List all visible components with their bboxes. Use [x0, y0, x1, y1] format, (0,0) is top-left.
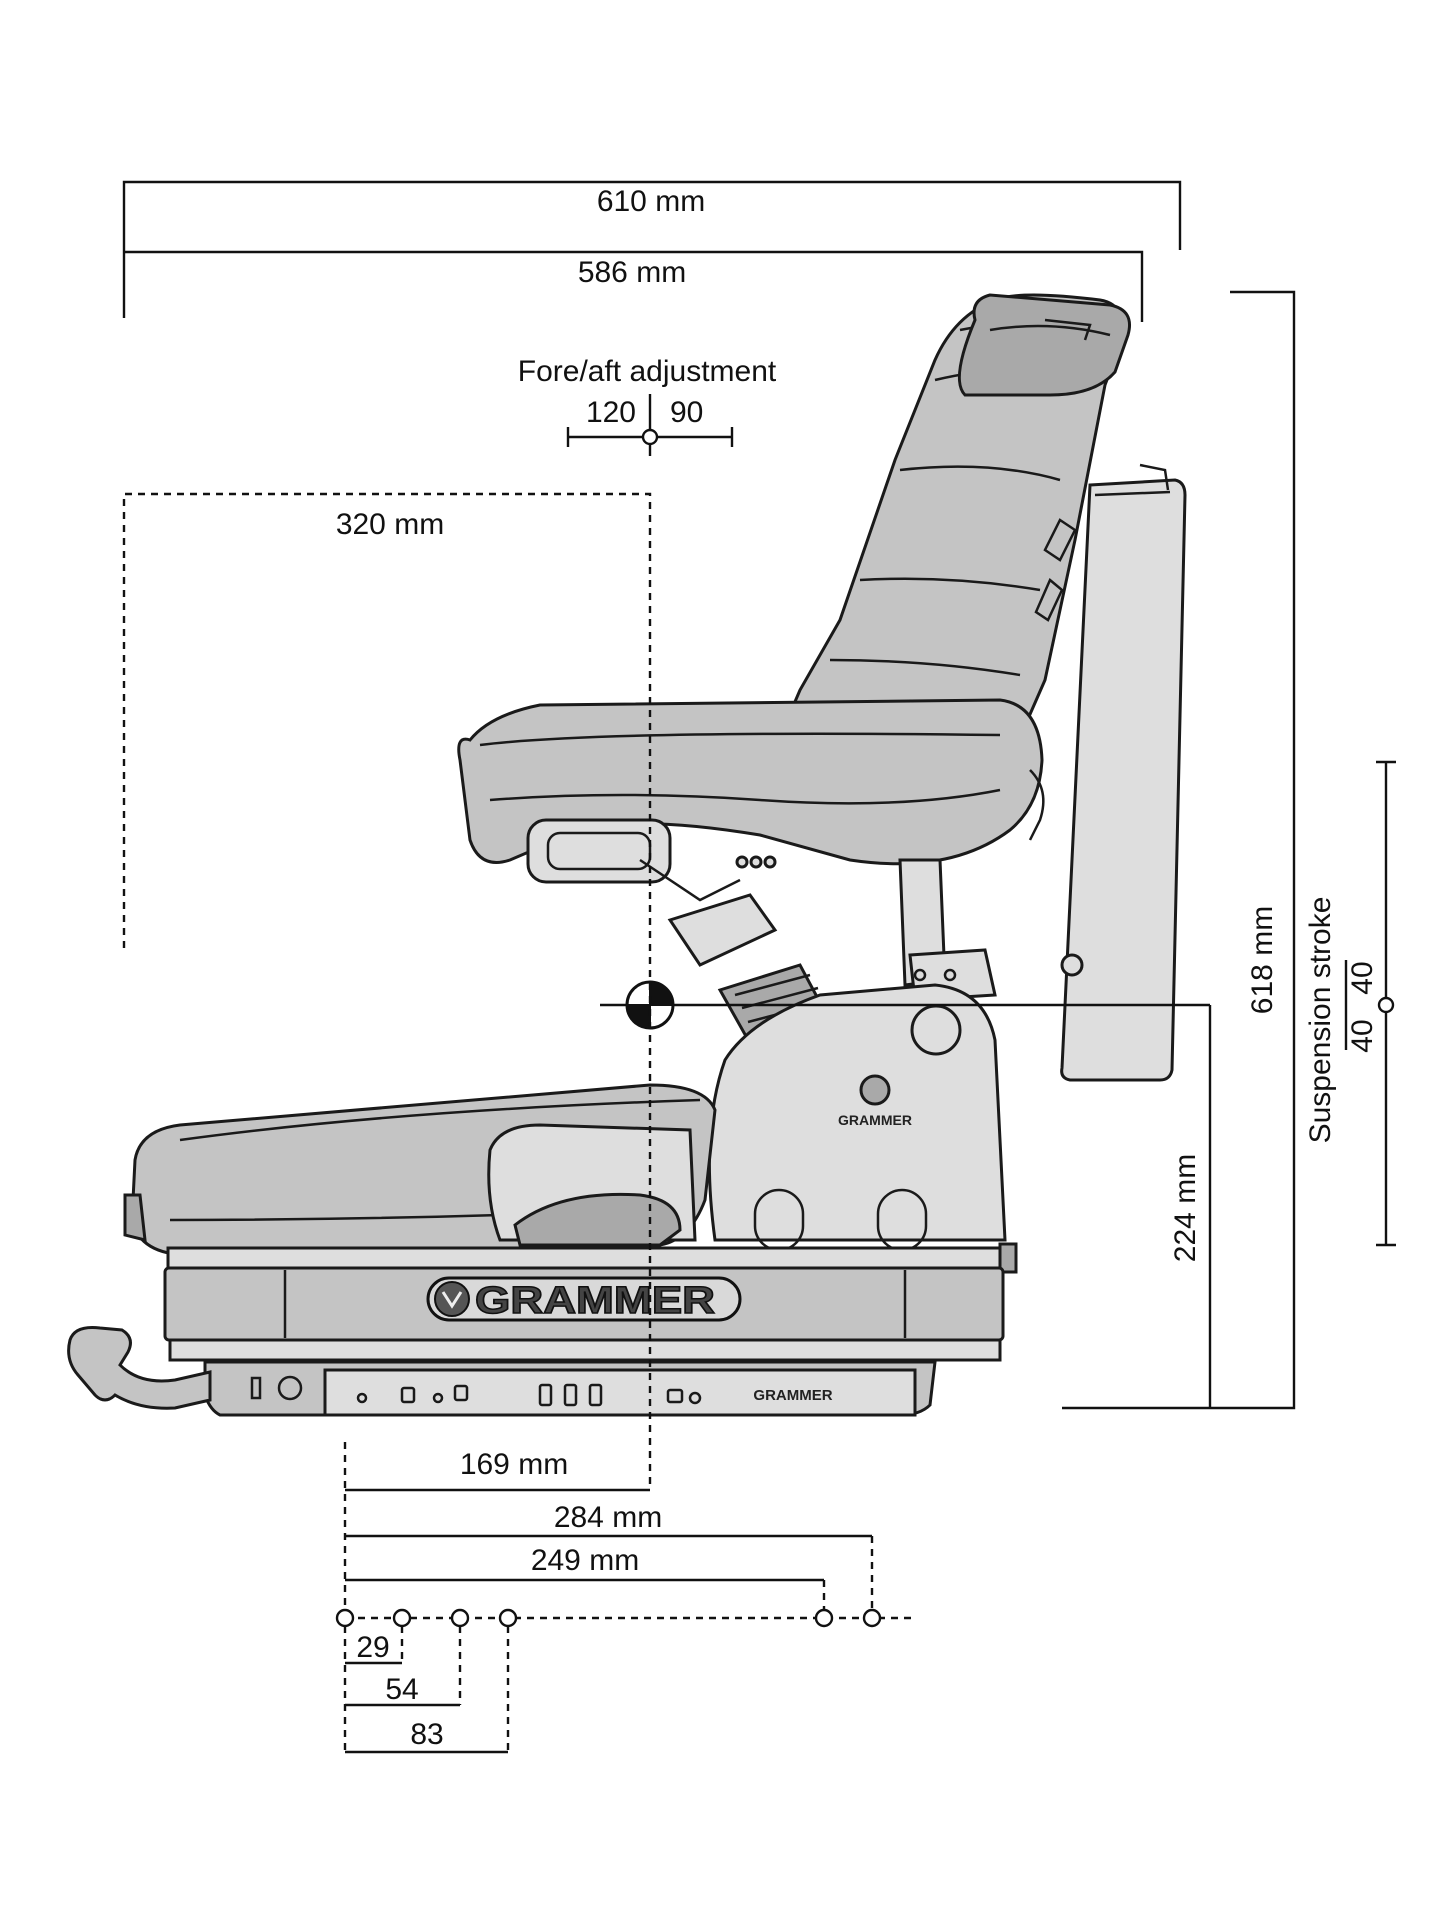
base-lower-plate	[168, 1338, 1002, 1362]
headrest	[957, 293, 1131, 397]
side-brand-logo: GRAMMER	[838, 1112, 912, 1128]
fore-aft-title: Fore/aft adjustment	[518, 355, 777, 388]
base-top-plate	[166, 1246, 1004, 1270]
suspension-up-value: 40	[1346, 961, 1379, 994]
mount-hole	[450, 1608, 470, 1628]
dim-overall-height: 618 mm	[1062, 290, 1296, 1410]
dim-54-label: 54	[385, 1673, 418, 1706]
mount-hole	[498, 1608, 518, 1628]
suspension-stroke-title: Suspension stroke	[1304, 897, 1337, 1144]
seat-index-point	[600, 980, 1210, 1030]
mount-hole	[862, 1608, 882, 1628]
dim-seat-width-label: 586 mm	[578, 256, 686, 289]
mount-hole	[814, 1608, 834, 1628]
seat-belt-buckle	[667, 893, 778, 967]
dim-seat-reference: 320 mm	[122, 492, 652, 1490]
dim-seat-width: 586 mm	[124, 250, 1144, 322]
dim-mounting: 169 mm 284 mm 249 mm 29 54 83	[335, 1442, 912, 1754]
dim-overall-height-label: 618 mm	[1246, 906, 1279, 1014]
dim-284-label: 284 mm	[554, 1501, 662, 1534]
dim-249-label: 249 mm	[531, 1544, 639, 1577]
bottom-brand-logo: GRAMMER	[753, 1387, 832, 1404]
dim-fore-aft: Fore/aft adjustment 120 90	[518, 355, 777, 456]
dim-overall-width-label: 610 mm	[597, 185, 705, 218]
dim-overall-width: 610 mm	[122, 180, 1182, 318]
dim-169-label: 169 mm	[460, 1448, 568, 1481]
mount-hole	[335, 1608, 355, 1628]
dim-29-label: 29	[356, 1631, 389, 1664]
suspension-down-value: 40	[1346, 1019, 1379, 1052]
dim-suspension-stroke: Suspension stroke 40 40	[1304, 760, 1396, 1247]
dim-sip-height: 224 mm	[1169, 1005, 1212, 1408]
backrest-rear-plate	[1060, 478, 1187, 1082]
seat-illustration: GRAMMER GRAMMER GRAMMER	[67, 293, 1187, 1417]
base-brand-logo: GRAMMER	[475, 1280, 715, 1322]
fore-aft-front-value: 120	[586, 396, 636, 429]
dim-sip-height-label: 224 mm	[1169, 1154, 1202, 1262]
dim-83-label: 83	[410, 1718, 443, 1751]
mount-hole	[392, 1608, 412, 1628]
dim-seat-reference-label: 320 mm	[336, 508, 444, 541]
fore-aft-handle[interactable]	[67, 1326, 212, 1410]
fore-aft-rear-value: 90	[670, 396, 703, 429]
